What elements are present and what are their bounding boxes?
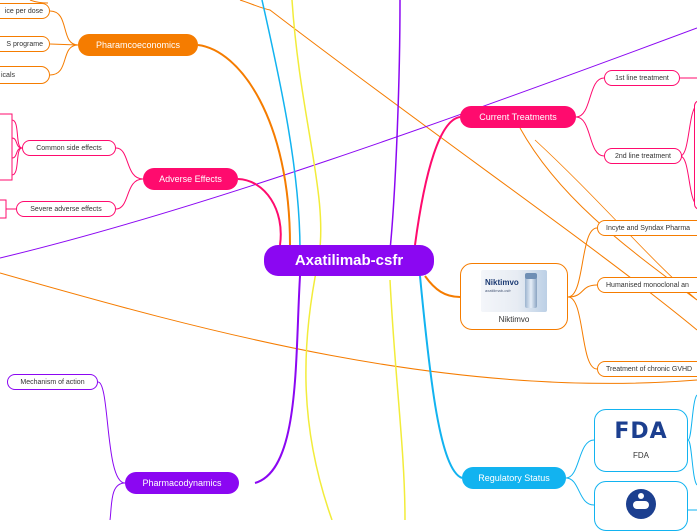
niktimvo-product-image: Niktimvo axatilimab-csfr <box>481 269 547 312</box>
niktimvo-logo-icon: Niktimvo <box>485 277 519 287</box>
connector-line <box>567 284 598 298</box>
connector-line <box>11 147 23 176</box>
connector-line <box>575 77 605 118</box>
leaf-severe-adverse-effects[interactable]: Severe adverse effects <box>16 201 116 217</box>
connector-line <box>49 44 79 76</box>
leaf-common-side-effects[interactable]: Common side effects <box>22 140 116 156</box>
leaf-s-programe[interactable]: S programe <box>0 36 50 52</box>
connector-line <box>567 227 598 298</box>
niktimvo-label: Niktimvo <box>498 314 530 324</box>
branch-adverse-effects[interactable]: Adverse Effects <box>143 168 238 190</box>
connector-line <box>237 178 282 246</box>
fda-label: FDA <box>633 451 649 460</box>
agency-seal-icon <box>626 489 656 519</box>
connector-line <box>115 178 144 210</box>
leaf-humanised-monoclonal[interactable]: Humanised monoclonal an <box>597 277 697 293</box>
connector-line <box>575 116 605 157</box>
leaf-icals[interactable]: icals <box>0 66 50 84</box>
branch-pharmacodynamics[interactable]: Pharmacodynamics <box>125 472 239 494</box>
vial-icon <box>525 275 537 308</box>
connector-line <box>0 27 697 259</box>
connector-line <box>419 275 463 479</box>
fda-node[interactable]: FDA FDA <box>594 409 688 472</box>
branch-regulatory-status[interactable]: Regulatory Status <box>462 467 566 489</box>
connector-line <box>239 0 697 331</box>
leaf-2nd-line-treatment[interactable]: 2nd line treatment <box>604 148 682 164</box>
mind-map-connections <box>0 0 697 520</box>
agency-seal-node[interactable] <box>594 481 688 531</box>
leaf-mechanism-of-action[interactable]: Mechanism of action <box>7 374 98 390</box>
leaf-incyte-syndax[interactable]: Incyte and Syndax Pharma <box>597 220 697 236</box>
connector-line <box>389 0 401 251</box>
connector-line <box>11 147 23 159</box>
niktimvo-node[interactable]: Niktimvo axatilimab-csfr Niktimvo <box>460 263 568 330</box>
leaf-1st-line-treatment[interactable]: 1st line treatment <box>604 70 680 86</box>
connector-line <box>254 275 301 484</box>
connector-line <box>687 439 697 486</box>
connector-line <box>0 272 697 384</box>
central-topic[interactable]: Axatilimab-csfr <box>264 245 434 276</box>
connector-line <box>389 279 406 520</box>
connector-line <box>29 0 49 4</box>
connector-line <box>197 44 291 246</box>
connector-line <box>261 0 301 251</box>
connector-line <box>565 477 595 506</box>
connector-line <box>414 116 461 246</box>
fda-logo-icon: FDA <box>614 419 668 444</box>
connector-line <box>687 394 697 441</box>
vial-cap-icon <box>525 272 537 279</box>
leaf-treatment-chronic-gvhd[interactable]: Treatment of chronic GVHD <box>597 361 697 377</box>
connector-line <box>11 119 23 149</box>
connector-line <box>49 10 79 46</box>
connector-line <box>565 439 595 479</box>
branch-current-treatments[interactable]: Current Treatments <box>460 106 576 128</box>
connector-line <box>49 43 79 46</box>
connector-line <box>0 113 13 181</box>
connector-line <box>0 199 7 219</box>
connector-line <box>115 147 144 180</box>
connector-line <box>109 482 126 520</box>
branch-pharmacoeconomics[interactable]: Pharamcoeconomics <box>78 34 198 56</box>
connector-line <box>424 275 461 298</box>
connector-line <box>567 296 598 370</box>
connector-line <box>97 381 126 484</box>
leaf-price-per-dose[interactable]: ice per dose <box>0 3 50 19</box>
niktimvo-logo-subtext: axatilimab-csfr <box>485 287 511 293</box>
